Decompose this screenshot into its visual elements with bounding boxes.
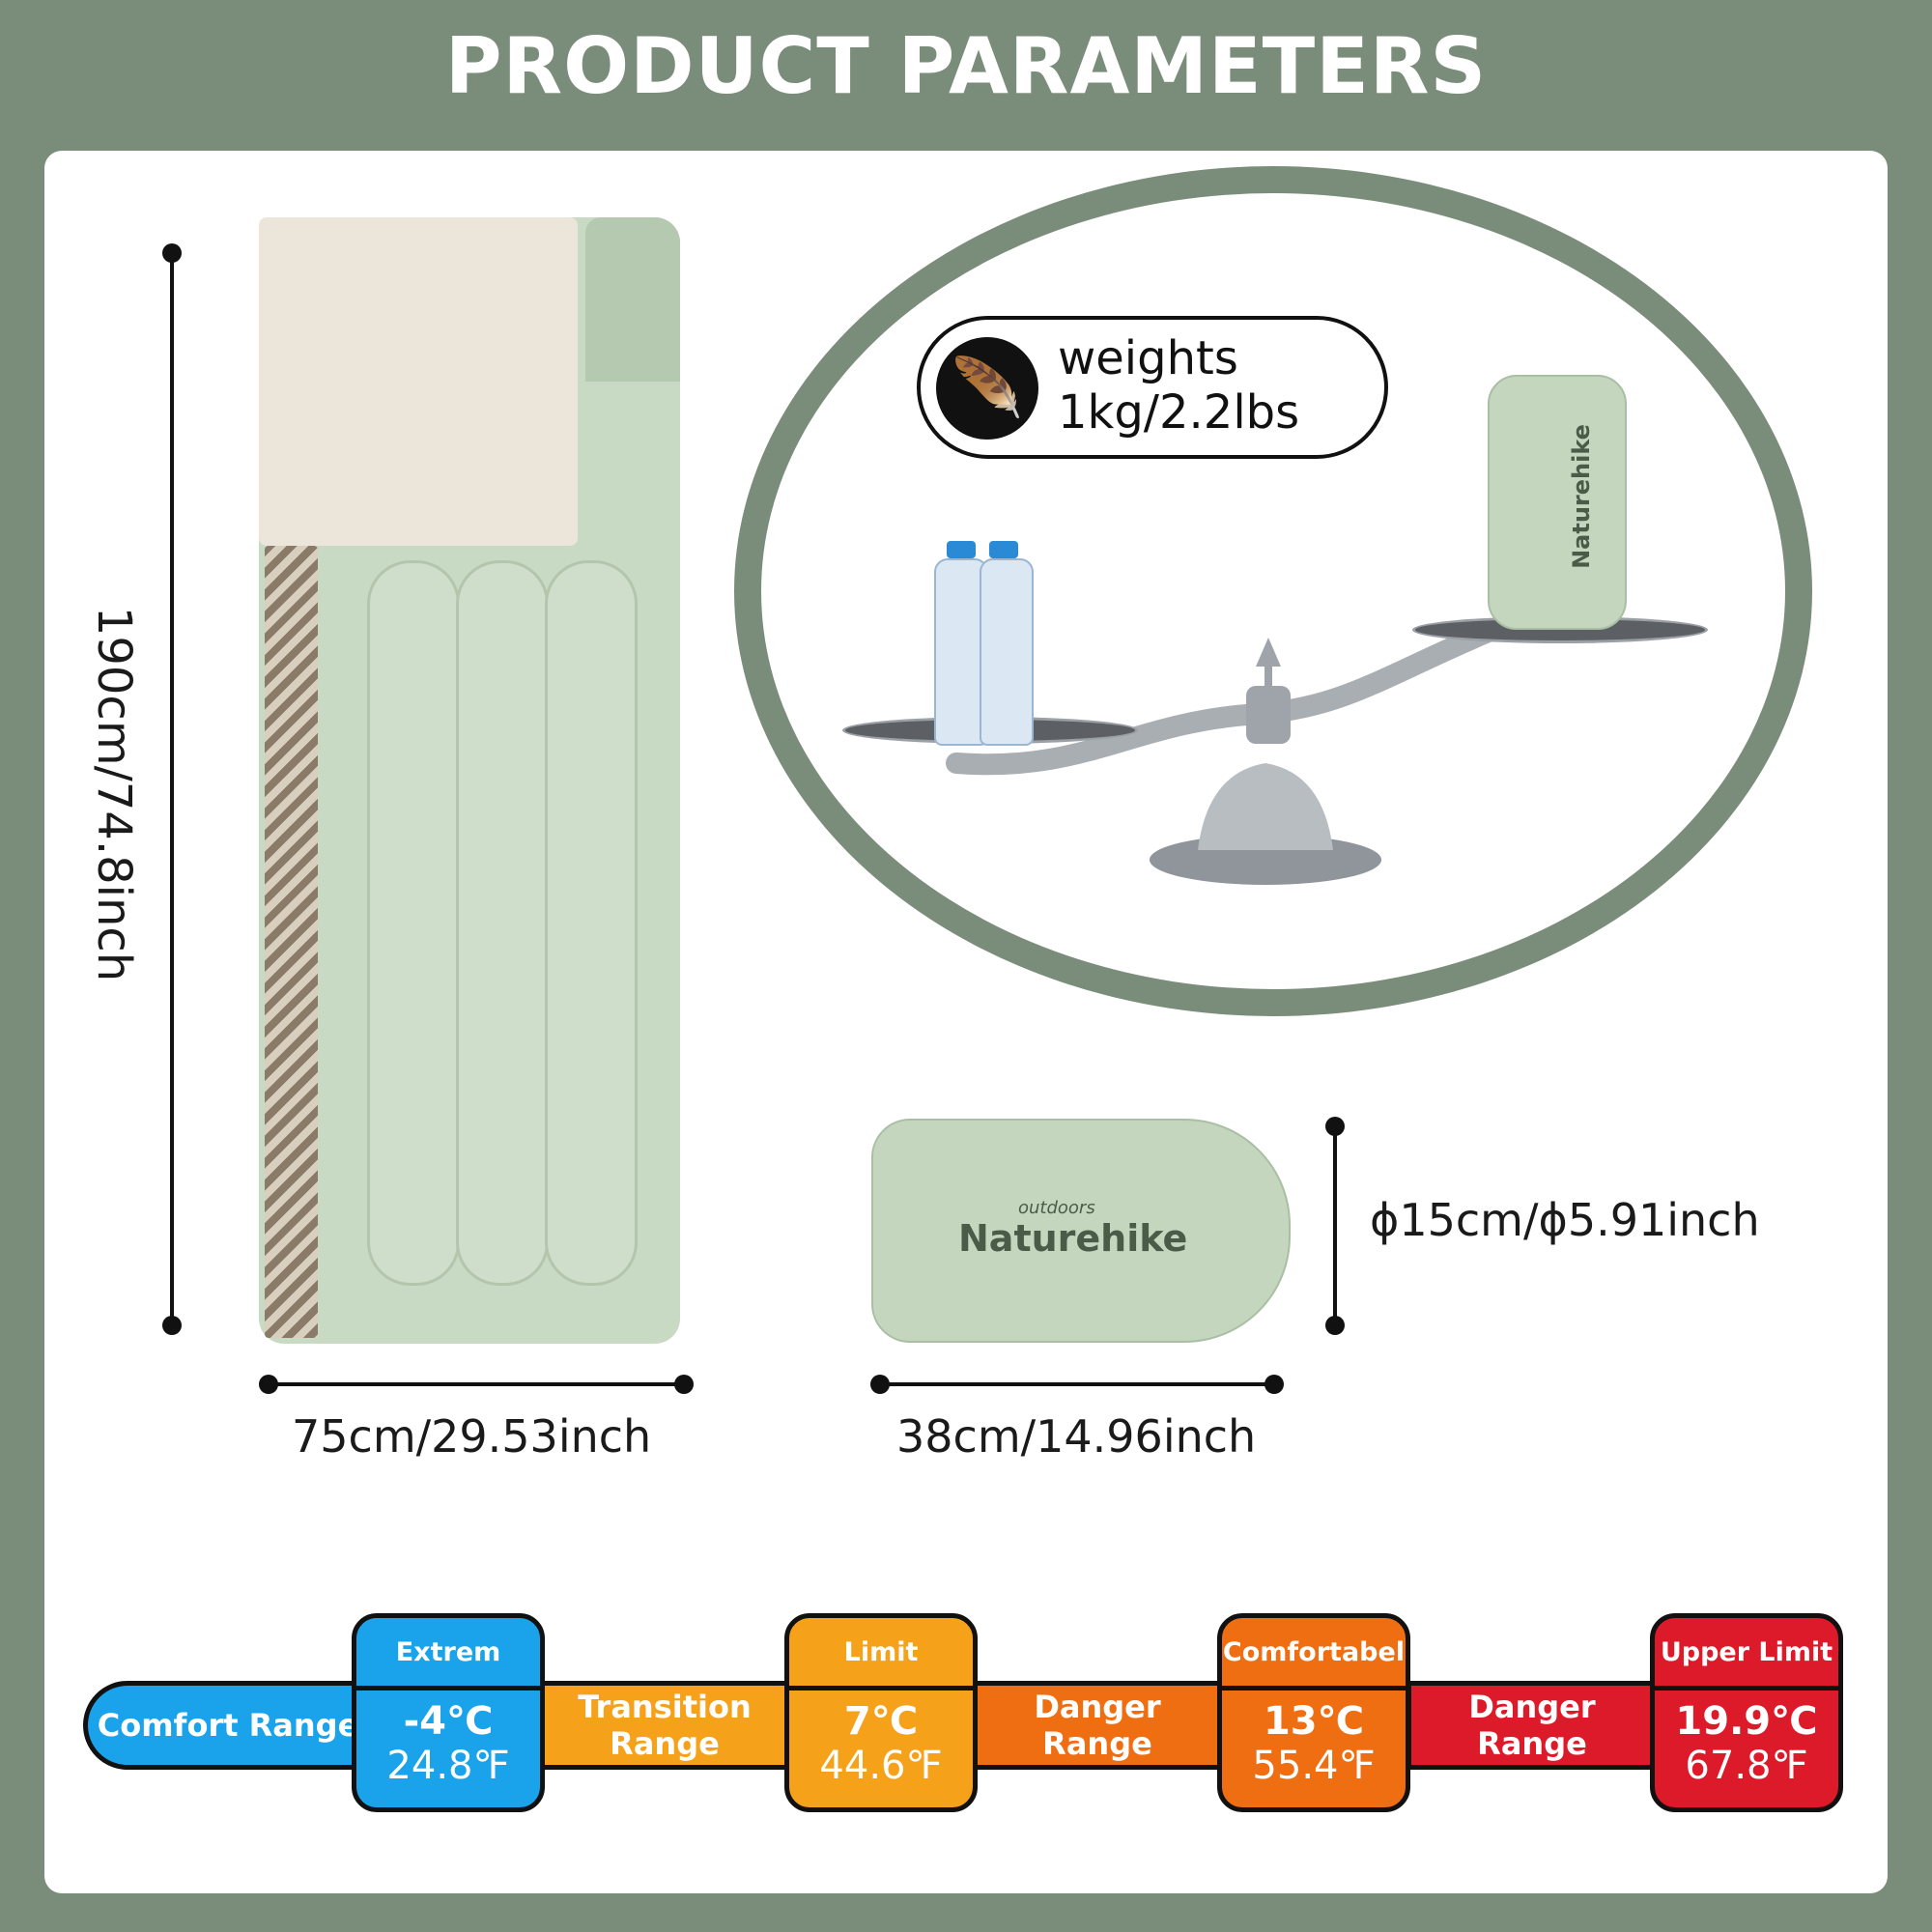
packed-length-label: 38cm/14.96inch — [896, 1410, 1257, 1463]
balance-scale-image — [840, 531, 1710, 889]
weight-badge: 🪶 weights 1kg/2.2lbs — [917, 316, 1388, 459]
danger-range-band-2: Danger Range — [1406, 1681, 1658, 1770]
sack-brand-logo: Naturehike — [1567, 424, 1595, 569]
weight-label: weights — [1058, 331, 1238, 385]
scale-svg — [946, 617, 1508, 885]
bag-channel — [367, 560, 460, 1286]
upper-limit-label: Upper Limit — [1660, 1636, 1833, 1667]
box-divider — [356, 1686, 540, 1690]
limit-box: Limit 7℃ 44.6℉ — [784, 1613, 978, 1812]
dimension-line-packed-length — [880, 1382, 1276, 1386]
bottle-cap — [947, 541, 976, 558]
transition-range-label: Transition Range — [578, 1689, 752, 1762]
extrem-fahrenheit: 24.8℉ — [386, 1744, 510, 1788]
extrem-celsius: -4℃ — [403, 1699, 494, 1744]
dimension-line-width — [269, 1382, 684, 1386]
stuff-sack-upright: Naturehike — [1488, 375, 1627, 630]
upper-limit-fahrenheit: 67.8℉ — [1685, 1744, 1808, 1788]
page-title: PRODUCT PARAMETERS — [444, 21, 1488, 111]
limit-fahrenheit: 44.6℉ — [819, 1744, 943, 1788]
diameter-label: ϕ15cm/ϕ5.91inch — [1370, 1194, 1760, 1246]
extrem-box: Extrem -4℃ 24.8℉ — [352, 1613, 545, 1812]
sleeping-bag-image — [259, 217, 680, 1344]
box-divider — [1222, 1686, 1406, 1690]
dimension-dot-right — [1264, 1375, 1284, 1394]
box-divider — [789, 1686, 973, 1690]
weight-value: 1kg/2.2lbs — [1058, 385, 1300, 440]
width-label: 75cm/29.53inch — [292, 1410, 652, 1463]
dimension-dot-bottom — [1325, 1316, 1345, 1335]
dimension-dot-bottom — [162, 1316, 182, 1335]
comfort-range-band: Comfort Range — [83, 1681, 373, 1770]
bag-pattern-stripe — [265, 546, 318, 1338]
extrem-label: Extrem — [395, 1636, 501, 1667]
bag-pillow — [585, 217, 680, 382]
upper-limit-box: Upper Limit 19.9℃ 67.8℉ — [1650, 1613, 1843, 1812]
packed-brand-logo: Naturehike — [958, 1217, 1188, 1260]
length-label: 190cm/74.8inch — [87, 606, 141, 982]
danger-range-label: Danger Range — [1034, 1689, 1161, 1762]
limit-celsius: 7℃ — [843, 1699, 919, 1744]
water-bottle — [980, 558, 1034, 746]
transition-range-band: Transition Range — [539, 1681, 790, 1770]
comfortabel-box: Comfortabel 13℃ 55.4℉ — [1217, 1613, 1410, 1812]
limit-label: Limit — [843, 1636, 919, 1667]
dimension-dot-right — [674, 1375, 694, 1394]
bottle-cap — [989, 541, 1018, 558]
upper-limit-celsius: 19.9℃ — [1675, 1699, 1818, 1744]
stuff-sack-packed: outdoors Naturehike — [871, 1119, 1291, 1343]
packed-brand-tagline: outdoors — [1018, 1198, 1095, 1218]
feather-icon: 🪶 — [936, 337, 1038, 440]
comfort-range-label: Comfort Range — [97, 1707, 359, 1744]
dimension-line-diameter — [1333, 1126, 1337, 1325]
box-divider — [1655, 1686, 1838, 1690]
comfortabel-label: Comfortabel — [1222, 1636, 1406, 1667]
dimension-line-length — [170, 253, 174, 1325]
bag-channel — [545, 560, 638, 1286]
danger-range-label: Danger Range — [1468, 1689, 1596, 1762]
bag-channel — [456, 560, 549, 1286]
comfortabel-fahrenheit: 55.4℉ — [1252, 1744, 1376, 1788]
bag-liner-flap — [259, 217, 578, 546]
comfortabel-celsius: 13℃ — [1263, 1699, 1365, 1744]
danger-range-band-1: Danger Range — [972, 1681, 1223, 1770]
